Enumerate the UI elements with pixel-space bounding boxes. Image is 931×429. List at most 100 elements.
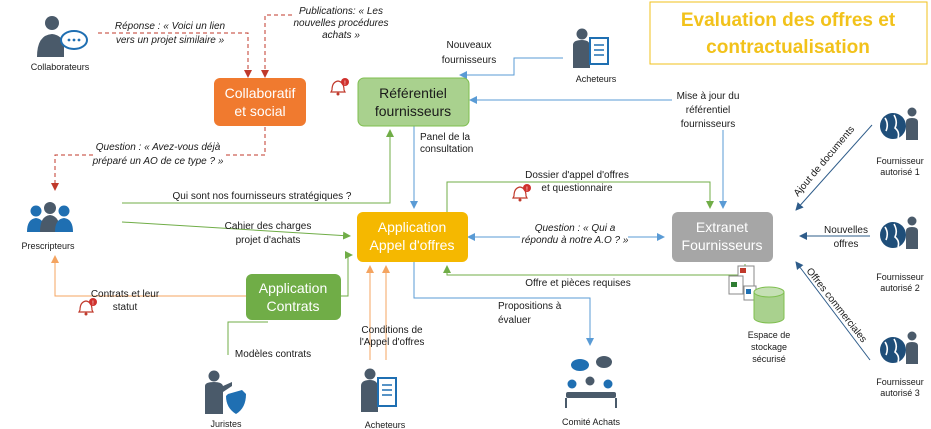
actor-collaborateurs: Collaborateurs xyxy=(31,16,90,72)
actor-acheteurs-bottom: Acheteurs xyxy=(361,368,406,429)
label-offre-pieces-text: Offre et pièces requises xyxy=(525,278,630,289)
box-collab-line2: et social xyxy=(234,103,285,119)
dossier-connector xyxy=(446,181,714,212)
label-dossier-2: et questionnaire xyxy=(541,183,613,194)
strategiques-connector xyxy=(122,129,394,204)
label-nouvelles-offres-2: offres xyxy=(834,239,859,250)
red-dashed-connectors xyxy=(51,14,292,191)
label-nouveaux-2: fournisseurs xyxy=(442,55,496,66)
supplier-2-line1: Fournisseur xyxy=(876,272,924,282)
supplier-1-line1: Fournisseur xyxy=(876,156,924,166)
box-contrats-line2: Contrats xyxy=(267,298,320,314)
actor-collaborateurs-label: Collaborateurs xyxy=(31,62,90,72)
svg-text:!: ! xyxy=(526,187,528,193)
title-box: Evaluation des offres et contractualisat… xyxy=(649,1,928,65)
supplier-3: Fournisseur autorisé 3 xyxy=(876,331,924,398)
box-referentiel-line1: Référentiel xyxy=(379,85,447,101)
offre-pieces-connector xyxy=(443,264,746,276)
supplier-3-line1: Fournisseur xyxy=(876,377,924,387)
label-mise-a-jour-1: Mise à jour du xyxy=(677,91,740,102)
actor-acheteurs-bottom-label: Acheteurs xyxy=(365,420,406,429)
label-reponse-2: vers un projet similaire » xyxy=(116,35,225,46)
question-ao-connector-a xyxy=(224,127,266,156)
title-line1: Evaluation des offres et xyxy=(681,10,896,31)
box-appel-line2: Appel d'offres xyxy=(370,237,455,253)
label-panel-2: consultation xyxy=(420,144,473,155)
bell-icon: ! xyxy=(330,78,349,96)
label-question-repondu-1: Question : « Qui a xyxy=(535,223,616,234)
label-panel-1: Panel de la xyxy=(420,132,470,143)
box-appel-line1: Application xyxy=(378,219,447,235)
label-question-repondu-2: répondu à notre A.O ? » xyxy=(522,235,629,246)
storage-line3: sécurisé xyxy=(752,354,786,364)
label-reponse-1: Réponse : « Voici un lien xyxy=(115,21,226,32)
propositions-connector xyxy=(413,262,594,346)
label-propositions-1: Propositions à xyxy=(498,301,562,312)
actor-prescripteurs: Prescripteurs xyxy=(21,202,75,251)
box-collab-line1: Collaboratif xyxy=(225,85,296,101)
box-extranet[interactable]: Extranet Fournisseurs xyxy=(672,212,773,262)
label-contrats-statut-2: statut xyxy=(113,302,138,313)
storage-space: Espace de stockage sécurisé xyxy=(728,265,791,364)
supplier-1-line2: autorisé 1 xyxy=(880,167,920,177)
box-contrats-line1: Application xyxy=(259,280,328,296)
box-extranet-line1: Extranet xyxy=(696,219,748,235)
juriste-shield-icon xyxy=(205,370,246,414)
box-referentiel[interactable]: Référentiel fournisseurs xyxy=(357,77,470,127)
label-nouvelles-offres-1: Nouvelles xyxy=(824,225,868,236)
reponse-connector xyxy=(98,32,252,78)
storage-line1: Espace de xyxy=(748,330,791,340)
prescripteurs-group-icon xyxy=(27,202,73,232)
actor-juristes-label: Juristes xyxy=(210,419,242,429)
label-question-ao-2: préparé un AO de ce type ? » xyxy=(92,156,224,167)
acheteur-presenter-icon xyxy=(361,368,397,412)
supplier-3-line2: autorisé 3 xyxy=(880,388,920,398)
box-extranet-line2: Fournisseurs xyxy=(682,237,763,253)
label-strategiques: Qui sont nos fournisseurs stratégiques ? xyxy=(173,191,352,202)
bell-icon: ! xyxy=(512,184,531,202)
bell-icon: ! xyxy=(78,298,97,316)
question-ao-connector-b xyxy=(51,154,93,191)
label-nouveaux-1: Nouveaux xyxy=(446,40,491,51)
supplier-2: Fournisseur autorisé 2 xyxy=(876,216,924,293)
label-dossier-1: Dossier d'appel d'offres xyxy=(525,170,629,181)
supplier-globe-icon xyxy=(880,331,918,364)
supplier-connectors xyxy=(795,124,873,361)
label-offres-commerciales: Offres commerciales xyxy=(804,266,869,345)
actor-comite: Comité Achats xyxy=(562,356,621,427)
ajout-documents-connector xyxy=(795,124,873,211)
svg-text:!: ! xyxy=(92,301,94,307)
storage-line2: stockage xyxy=(751,342,787,352)
label-conditions-1: Conditions de xyxy=(361,325,423,336)
database-icon xyxy=(753,286,785,324)
supplier-1: Fournisseur autorisé 1 xyxy=(876,107,924,177)
nouveaux-fournisseurs-connector xyxy=(459,57,563,79)
svg-text:!: ! xyxy=(344,81,346,87)
comite-meeting-icon xyxy=(565,356,617,408)
label-publications-2: nouvelles procédures xyxy=(293,18,388,29)
label-ajout-documents: Ajout de documents xyxy=(792,124,857,199)
offres-commerciales-connector xyxy=(795,261,871,361)
actor-comite-label: Comité Achats xyxy=(562,417,621,427)
label-publications-1: Publications: « Les xyxy=(299,6,383,17)
box-contrats[interactable]: Application Contrats xyxy=(246,274,341,320)
title-line2: contractualisation xyxy=(706,37,870,58)
modeles-connector xyxy=(227,321,268,355)
acheteur-presenter-icon xyxy=(573,28,609,68)
label-modeles: Modèles contrats xyxy=(235,349,311,360)
documents-icon xyxy=(728,265,757,301)
actor-acheteurs-top-label: Acheteurs xyxy=(576,74,617,84)
label-cahier-1: Cahier des charges xyxy=(225,221,312,232)
box-referentiel-line2: fournisseurs xyxy=(375,103,451,119)
actor-acheteurs-top: Acheteurs xyxy=(573,28,617,84)
supplier-globe-icon xyxy=(880,107,918,140)
box-appel-offres[interactable]: Application Appel d'offres xyxy=(357,212,468,262)
contrats-statut-connector xyxy=(51,255,246,297)
actor-prescripteurs-label: Prescripteurs xyxy=(21,241,75,251)
publications-connector xyxy=(261,14,292,78)
box-collaboratif[interactable]: Collaboratif et social xyxy=(214,78,306,126)
supplier-2-line2: autorisé 2 xyxy=(880,283,920,293)
label-mise-a-jour-2: référentiel xyxy=(686,105,730,116)
label-contrats-statut-1: Contrats et leur xyxy=(91,289,160,300)
